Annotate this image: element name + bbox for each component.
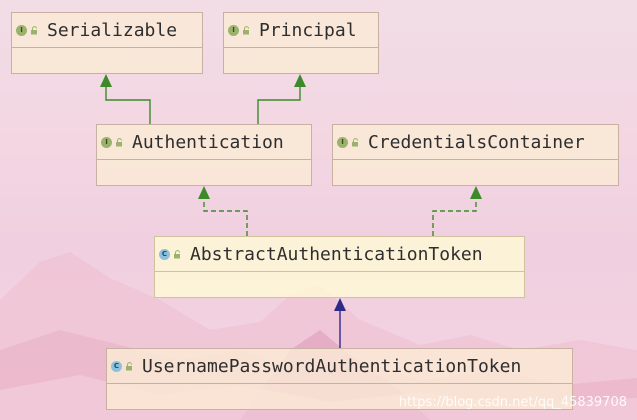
class-header-credentials-container: I CredentialsContainer (333, 125, 618, 160)
class-header-username-password-authentication-token: C UsernamePasswordAuthenticationToken (107, 349, 572, 384)
class-name: AbstractAuthenticationToken (190, 243, 483, 265)
interface-icon: I (16, 24, 27, 36)
class-icon: C (111, 360, 122, 372)
class-name: CredentialsContainer (368, 131, 585, 153)
watermark: https://blog.csdn.net/qq_45839708 (398, 395, 627, 410)
visibility-icon (31, 25, 37, 34)
class-name: Authentication (132, 131, 284, 153)
visibility-icon (243, 25, 249, 34)
class-box-serializable[interactable]: I Serializable (11, 12, 203, 74)
class-name: Serializable (47, 19, 178, 41)
class-box-principal[interactable]: I Principal (223, 12, 379, 74)
class-name: UsernamePasswordAuthenticationToken (142, 355, 522, 377)
class-box-abstract-authentication-token[interactable]: C AbstractAuthenticationToken (154, 236, 525, 298)
class-box-credentials-container[interactable]: I CredentialsContainer (332, 124, 619, 186)
abstract-class-icon: C (159, 248, 170, 260)
class-box-username-password-authentication-token[interactable]: C UsernamePasswordAuthenticationToken (106, 348, 573, 410)
interface-icon: I (228, 24, 239, 36)
class-header-authentication: I Authentication (97, 125, 311, 160)
class-header-principal: I Principal (224, 13, 378, 48)
class-name: Principal (259, 19, 357, 41)
interface-icon: I (101, 136, 112, 148)
visibility-icon (352, 137, 358, 146)
visibility-icon (126, 361, 132, 370)
visibility-icon (174, 249, 180, 258)
class-header-abstract-authentication-token: C AbstractAuthenticationToken (155, 237, 524, 272)
class-box-authentication[interactable]: I Authentication (96, 124, 312, 186)
class-header-serializable: I Serializable (12, 13, 202, 48)
visibility-icon (116, 137, 122, 146)
interface-icon: I (337, 136, 348, 148)
